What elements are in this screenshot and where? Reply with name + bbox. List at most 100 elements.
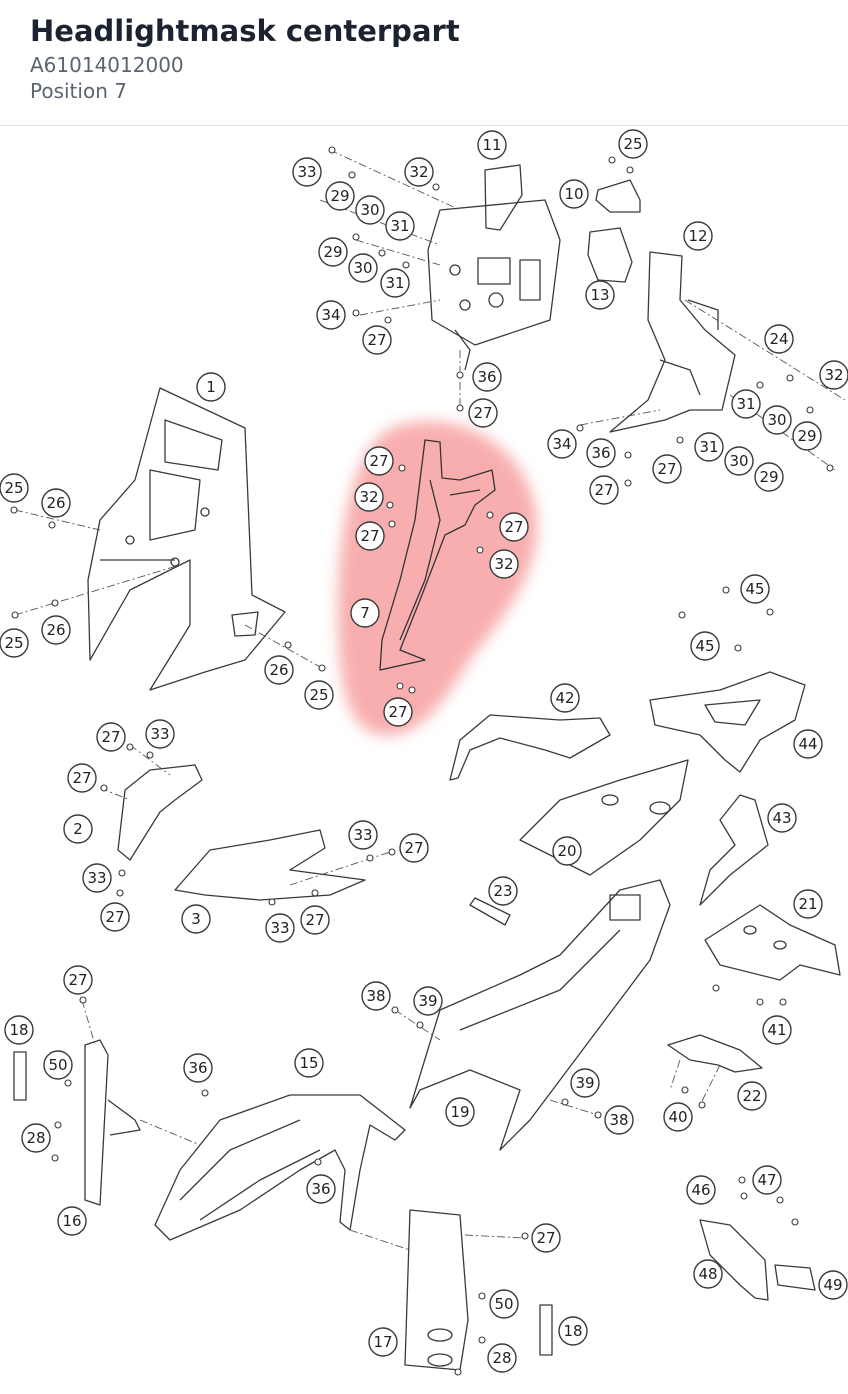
callout-label: 45 [695, 637, 714, 655]
callout-label: 17 [373, 1333, 392, 1351]
callout-label: 18 [9, 1021, 28, 1039]
callout-label: 47 [757, 1171, 776, 1189]
callout-label: 26 [269, 661, 288, 679]
callout-label: 43 [772, 809, 791, 827]
callout-label: 29 [797, 427, 816, 445]
callout-label: 16 [62, 1212, 81, 1230]
part-19 [409, 879, 671, 1151]
callout-label: 24 [769, 330, 788, 348]
part-10 [595, 179, 641, 213]
callout-label: 13 [590, 286, 609, 304]
callout-label: 1 [206, 378, 216, 396]
callout-label: 10 [564, 185, 583, 203]
part-7-headlightmask-centerpart [379, 439, 496, 671]
callout-label: 21 [798, 895, 817, 913]
callout-label: 42 [555, 689, 574, 707]
callout-label: 27 [504, 518, 523, 536]
callout-label: 27 [360, 527, 379, 545]
callout-label: 32 [494, 555, 513, 573]
callout-label: 36 [311, 1180, 330, 1198]
callout-label: 27 [367, 331, 386, 349]
fasteners [10, 146, 834, 1376]
callout-label: 25 [309, 686, 328, 704]
callout-label: 25 [4, 479, 23, 497]
callout-label: 3 [191, 910, 201, 928]
callout-label: 20 [557, 842, 576, 860]
part-22 [667, 1034, 763, 1073]
callout-circles [0, 129, 848, 1373]
part-21 [704, 904, 841, 981]
callout-label: 40 [668, 1108, 687, 1126]
part-43 [699, 794, 769, 906]
callout-label: 27 [388, 703, 407, 721]
callout-label: 2 [73, 820, 83, 838]
callout-label: 30 [767, 411, 786, 429]
callout-label: 31 [385, 274, 404, 292]
part-side-panel-1 [87, 387, 286, 691]
callout-label: 33 [270, 919, 289, 937]
callout-label: 27 [105, 908, 124, 926]
part-2 [117, 764, 203, 861]
callout-label: 25 [4, 634, 23, 652]
callout-label: 26 [46, 621, 65, 639]
callout-label: 31 [736, 395, 755, 413]
callout-label: 33 [87, 869, 106, 887]
callout-label: 19 [450, 1103, 469, 1121]
callout-label: 39 [575, 1074, 594, 1092]
callout-label: 38 [609, 1111, 628, 1129]
callout-label: 45 [745, 580, 764, 598]
part-18-left [13, 1051, 27, 1101]
selected-part-highlight [337, 421, 538, 736]
callout-label: 27 [101, 728, 120, 746]
part-23 [469, 897, 511, 926]
part-outlines [13, 164, 841, 1371]
part-17 [404, 1209, 469, 1371]
position-label: Position 7 [30, 79, 127, 103]
callout-label: 31 [699, 438, 718, 456]
callout-label: 30 [729, 452, 748, 470]
callout-label: 28 [26, 1129, 45, 1147]
callout-label: 33 [297, 163, 316, 181]
part-44 [649, 671, 806, 773]
part-42 [449, 714, 611, 781]
callout-label: 29 [330, 187, 349, 205]
callout-label: 23 [493, 882, 512, 900]
part-3 [174, 829, 366, 901]
callout-label: 27 [404, 839, 423, 857]
part-16 [84, 1039, 141, 1206]
callout-label: 29 [759, 468, 778, 486]
callout-label: 46 [691, 1181, 710, 1199]
callout-label: 36 [188, 1059, 207, 1077]
callout-label: 26 [46, 494, 65, 512]
page-title: Headlightmask centerpart [30, 14, 460, 48]
callout-label: 25 [623, 135, 642, 153]
parts-diagram-svg: 11 25 33 32 10 29 30 31 12 29 30 31 13 3… [0, 129, 848, 1376]
callout-label: 27 [473, 404, 492, 422]
callout-label: 32 [824, 366, 843, 384]
callout-label: 27 [594, 481, 613, 499]
callout-label: 36 [477, 368, 496, 386]
exploded-parts-diagram: 11 25 33 32 10 29 30 31 12 29 30 31 13 3… [0, 126, 848, 1390]
callout-label: 27 [68, 971, 87, 989]
callout-label: 41 [767, 1021, 786, 1039]
part-20 [519, 759, 689, 876]
callout-label: 34 [321, 306, 340, 324]
callout-labels: 11 25 33 32 10 29 30 31 12 29 30 31 13 3… [4, 135, 843, 1367]
callout-label: 39 [418, 992, 437, 1010]
callout-label: 30 [353, 259, 372, 277]
callout-label: 27 [305, 911, 324, 929]
callout-label-selected[interactable]: 7 [360, 604, 370, 622]
callout-label: 31 [390, 217, 409, 235]
part-49 [774, 1264, 816, 1291]
callout-label: 50 [494, 1295, 513, 1313]
callout-label: 36 [591, 444, 610, 462]
callout-label: 15 [299, 1054, 318, 1072]
callout-label: 32 [409, 163, 428, 181]
callout-label: 29 [323, 243, 342, 261]
callout-label: 34 [552, 435, 571, 453]
part-headlight-bracket [427, 164, 561, 371]
callout-label: 27 [72, 769, 91, 787]
callout-label: 30 [360, 201, 379, 219]
part-frame-12 [609, 251, 736, 433]
callout-label: 27 [369, 452, 388, 470]
